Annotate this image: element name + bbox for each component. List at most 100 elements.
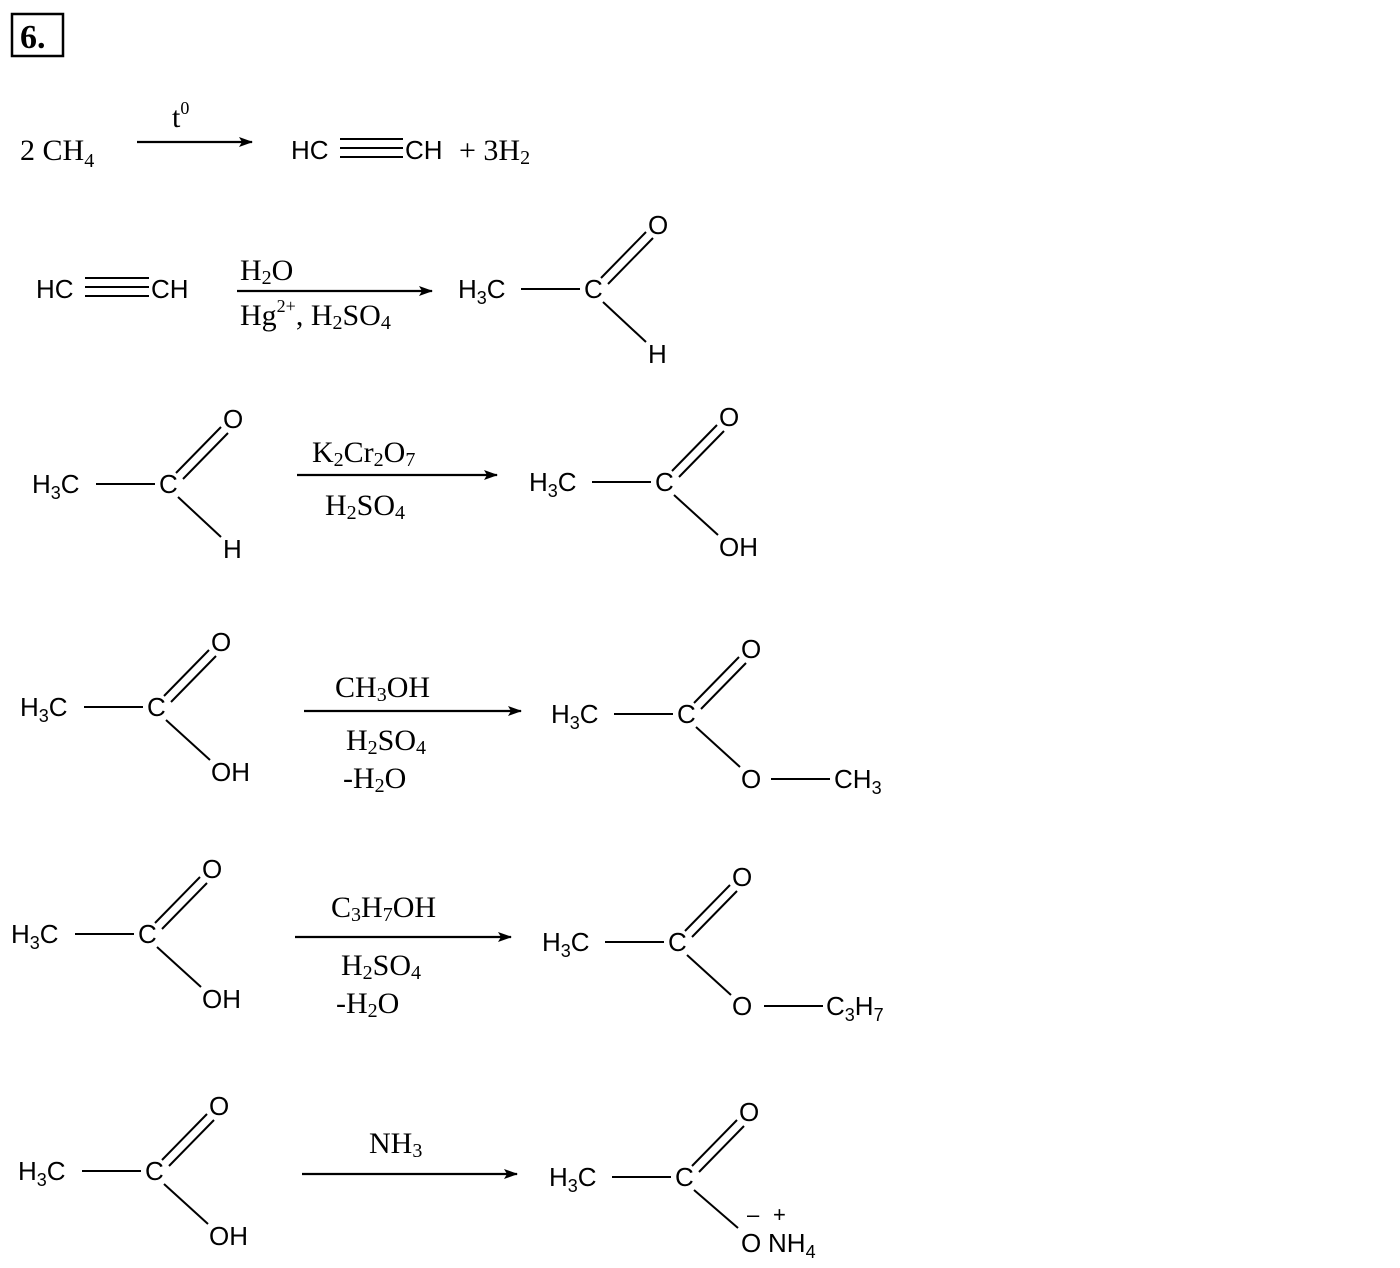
single-bond-ester-o <box>695 726 741 768</box>
acetylene-right: CH <box>405 135 443 165</box>
acetic-acid-reactant: H3C C O OH <box>18 1091 248 1251</box>
double-bond-line-2 <box>182 432 229 480</box>
methyl-group: H3C <box>20 692 68 726</box>
condition-minus-water: -H2O <box>343 762 406 797</box>
acetic-acid-reactant: H3C C O OH <box>20 627 250 787</box>
carbonyl-carbon: C <box>159 469 178 499</box>
acetylene-right: CH <box>151 274 189 304</box>
carboxyl-carbon: C <box>145 1156 164 1186</box>
double-bond-line-2 <box>168 1119 215 1167</box>
acetylene-left: HC <box>291 135 329 165</box>
single-bond-o-minus <box>693 1189 739 1229</box>
condition-minus-water: -H2O <box>336 987 399 1022</box>
hydroxyl-group: OH <box>202 984 241 1014</box>
double-bond-line-2 <box>698 1125 745 1173</box>
condition-acid: H2SO4 <box>325 489 405 524</box>
acetic-acid-reactant: H3C C O OH <box>11 854 241 1014</box>
double-bond-line-2 <box>700 662 747 710</box>
single-bond-oh <box>163 1183 209 1225</box>
problem-number-box <box>10 12 65 58</box>
carboxyl-carbon: C <box>147 692 166 722</box>
double-bond-line-2 <box>607 237 654 285</box>
carbonyl-oxygen: O <box>209 1091 229 1121</box>
condition-acid: H2SO4 <box>341 949 421 984</box>
single-bond-h <box>602 301 647 343</box>
carbonyl-oxygen: O <box>223 404 243 434</box>
condition-water: H2O <box>240 254 293 289</box>
reaction-4: H3C C O OH CH3OH H2SO4 -H2O H3C C O O CH… <box>20 627 882 798</box>
carbonyl-carbon: C <box>677 699 696 729</box>
single-bond-h <box>177 496 222 538</box>
double-bond-line-1 <box>161 1113 208 1161</box>
carbonyl-oxygen: O <box>739 1097 759 1127</box>
problem-number: 6. <box>10 12 65 58</box>
problem-number-label: 6. <box>20 19 46 56</box>
condition-propanol: C3H7OH <box>331 891 436 926</box>
ester-methyl: CH3 <box>834 764 882 798</box>
methyl-group: H3C <box>551 699 599 733</box>
methyl-group: H3C <box>458 274 506 308</box>
carbonyl-oxygen: O <box>211 627 231 657</box>
carbonyl-oxygen: O <box>719 402 739 432</box>
single-bond-oh <box>673 494 719 536</box>
condition-catalyst: Hg2+, H2SO4 <box>240 296 391 334</box>
carboxylate-carbon: C <box>675 1162 694 1192</box>
aldehyde-hydrogen: H <box>223 534 242 564</box>
hydroxyl-group: OH <box>719 532 758 562</box>
propyl-acetate-product: H3C C O O C3H7 <box>542 862 884 1025</box>
double-bond-line-1 <box>600 231 647 279</box>
aldehyde-hydrogen: H <box>648 339 667 369</box>
ester-oxygen: O <box>741 764 761 794</box>
condition-dichromate: K2Cr2O7 <box>312 436 415 471</box>
ammonium-acetate-product: H3C C O O – + NH4 <box>549 1097 816 1262</box>
carbonyl-oxygen: O <box>732 862 752 892</box>
condition-methanol: CH3OH <box>335 671 430 706</box>
acetaldehyde-reactant: H3C C O H <box>32 404 243 564</box>
acetic-acid-product: H3C C O OH <box>529 402 758 562</box>
double-bond-line-1 <box>671 424 718 472</box>
methyl-group: H3C <box>11 919 59 953</box>
methyl-group: H3C <box>18 1156 66 1190</box>
double-bond-line-1 <box>154 876 201 924</box>
reactant-methane: 2 CH4 <box>20 134 94 172</box>
carbonyl-carbon: C <box>584 274 603 304</box>
acetaldehyde-product: H3C C O H <box>458 210 668 369</box>
reaction-6: H3C C O OH NH3 H3C C O O – + NH4 <box>18 1091 816 1262</box>
single-bond-ester-o <box>686 954 732 996</box>
methyl-group: H3C <box>32 469 80 503</box>
methyl-group: H3C <box>529 467 577 501</box>
reaction-5: H3C C O OH C3H7OH H2SO4 -H2O H3C C O O C… <box>11 854 884 1025</box>
ester-propyl: C3H7 <box>826 991 884 1025</box>
double-bond-line-1 <box>693 656 740 704</box>
methyl-group: H3C <box>549 1162 597 1196</box>
single-bond-oh <box>156 946 202 988</box>
double-bond-line-1 <box>163 649 210 697</box>
condition-ammonia: NH3 <box>369 1127 422 1162</box>
single-bond-oh <box>165 719 211 761</box>
hydrogen-product: + 3H2 <box>459 134 530 169</box>
carbonyl-oxygen: O <box>741 634 761 664</box>
carbonyl-oxygen: O <box>648 210 668 240</box>
methyl-acetate-product: H3C C O O CH3 <box>551 634 882 798</box>
double-bond-line-1 <box>691 1119 738 1167</box>
double-bond-line-2 <box>161 882 208 930</box>
reaction-2: HC CH H2O Hg2+, H2SO4 H3C C O H <box>36 210 668 369</box>
carbonyl-oxygen: O <box>202 854 222 884</box>
carboxylate-oxygen: O <box>741 1228 761 1258</box>
double-bond-line-2 <box>170 655 217 703</box>
acetylene-left: HC <box>36 274 74 304</box>
hydroxyl-group: OH <box>211 757 250 787</box>
ammonium-cation: NH4 <box>768 1228 816 1262</box>
condition-acid: H2SO4 <box>346 724 426 759</box>
double-bond-line-1 <box>175 426 222 474</box>
double-bond-line-1 <box>684 884 731 932</box>
carbonyl-carbon: C <box>668 927 687 957</box>
condition-temperature: t0 <box>172 98 189 134</box>
reaction-3: H3C C O H K2Cr2O7 H2SO4 H3C C O OH <box>32 402 758 564</box>
double-bond-line-2 <box>678 430 725 478</box>
positive-charge: + <box>773 1202 786 1227</box>
negative-charge: – <box>747 1202 760 1227</box>
hydroxyl-group: OH <box>209 1221 248 1251</box>
carboxyl-carbon: C <box>138 919 157 949</box>
